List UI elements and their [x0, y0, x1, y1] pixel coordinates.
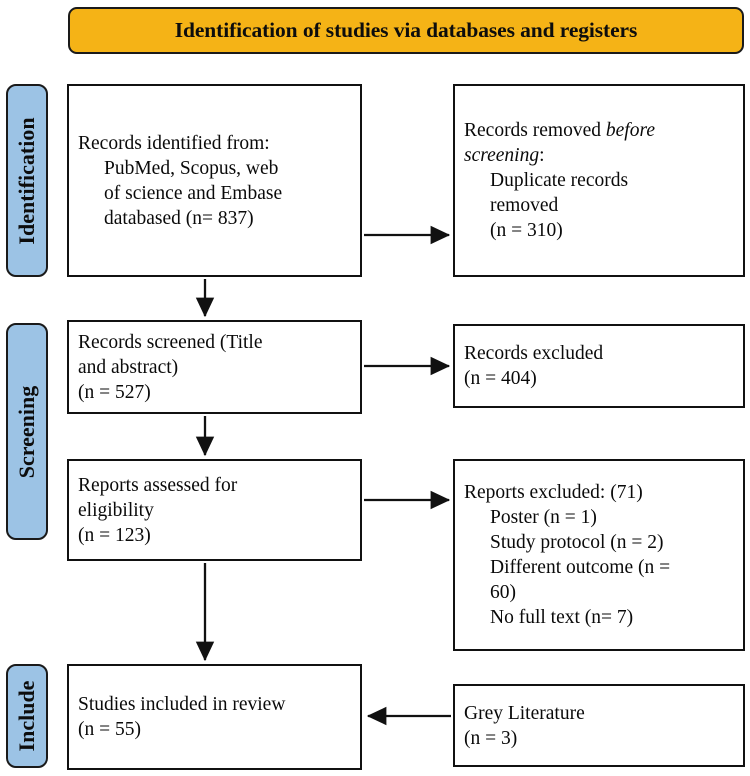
box-line: Records screened (Title: [78, 331, 263, 353]
box-line: Different outcome (n =: [490, 557, 671, 578]
box-line: (n = 404): [464, 368, 537, 389]
box-line: (n = 310): [490, 220, 563, 241]
box-reports-excluded: Reports excluded: (71) Poster (n = 1) St…: [453, 459, 745, 651]
box-line: and abstract): [78, 356, 179, 378]
box-line: Poster (n = 1): [490, 507, 597, 528]
box-line-emphasis: screening: [464, 145, 540, 166]
stage-label-include: Include: [6, 664, 48, 768]
box-line: screening:: [464, 143, 734, 168]
page-title: Identification of studies via databases …: [174, 18, 638, 42]
box-line: Records excluded: [464, 343, 604, 364]
box-line: (n = 527): [78, 381, 151, 403]
box-line: of science and Embase: [104, 182, 283, 204]
box-line-emphasis: before: [605, 120, 655, 141]
box-line: No full text (n= 7): [490, 607, 634, 628]
stage-label-screening: Screening: [6, 323, 48, 540]
box-line: Reports excluded: (71): [464, 482, 643, 503]
stage-label-screening-text: Screening: [14, 385, 39, 478]
box-records-identified: Records identified from: PubMed, Scopus,…: [67, 84, 362, 277]
box-line: Records removed before: [464, 118, 734, 143]
box-line-text: Records removed: [464, 120, 606, 141]
box-line: removed: [490, 195, 559, 216]
box-line-suffix: :: [539, 145, 545, 166]
box-records-removed: Records removed before screening: Duplic…: [453, 84, 745, 277]
box-line: (n = 3): [464, 727, 518, 749]
box-line: eligibility: [78, 499, 154, 521]
box-line: Duplicate records: [490, 170, 629, 191]
diagram-header-banner: Identification of studies via databases …: [68, 7, 744, 54]
box-line: Reports assessed for: [78, 474, 238, 496]
box-line: Grey Literature: [464, 702, 585, 724]
box-line: Studies included in review: [78, 694, 286, 715]
stage-label-identification-text: Identification: [14, 116, 39, 245]
box-line: Records identified from:: [78, 132, 270, 154]
stage-label-include-text: Include: [14, 680, 39, 752]
box-reports-assessed: Reports assessed for eligibility (n = 12…: [67, 459, 362, 561]
box-line: PubMed, Scopus, web: [104, 157, 279, 179]
box-records-screened: Records screened (Title and abstract) (n…: [67, 320, 362, 414]
box-line: 60): [490, 582, 516, 603]
stage-label-identification: Identification: [6, 84, 48, 277]
box-records-excluded: Records excluded (n = 404): [453, 324, 745, 408]
box-line: (n = 123): [78, 524, 151, 546]
box-line: (n = 55): [78, 719, 141, 740]
box-line: Study protocol (n = 2): [490, 532, 664, 553]
box-studies-included: Studies included in review (n = 55): [67, 664, 362, 770]
box-line: databased (n= 837): [104, 207, 254, 229]
box-grey-literature: Grey Literature (n = 3): [453, 684, 745, 767]
